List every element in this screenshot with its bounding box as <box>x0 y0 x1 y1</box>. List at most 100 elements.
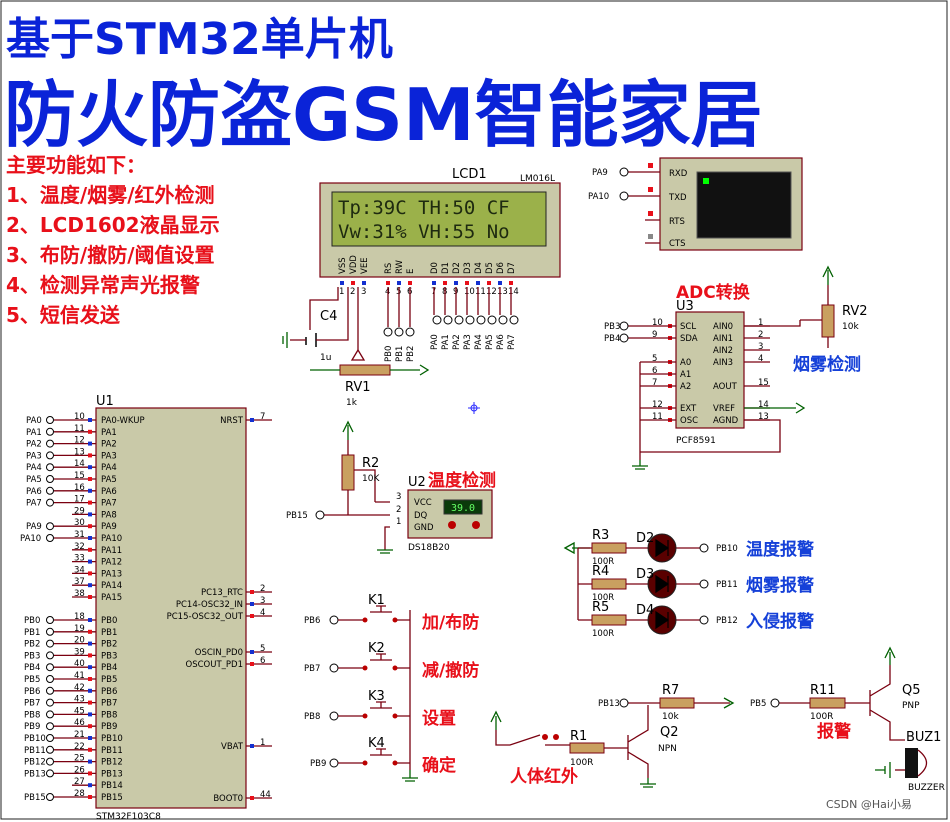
gsm-module[interactable]: RXD TXD RTS CTS PA9 PA10 <box>588 157 803 251</box>
lcd-ref: LCD1 <box>452 167 487 182</box>
pir-circuit[interactable]: 人体红外 R1 100R Q2 NPN PB13 R7 10k <box>490 683 735 788</box>
mcu-net-pa: PA3 <box>26 451 42 461</box>
adc-pin-right: AIN0 <box>713 322 733 332</box>
mcu-pin-pb: PB7 <box>101 699 117 709</box>
mcu-pin-num: 28 <box>74 789 85 799</box>
lcd-data-net: PA7 <box>507 334 517 350</box>
mcu-pin-pb: PB10 <box>101 734 123 744</box>
q2-type: NPN <box>658 744 677 754</box>
mcu-pin-pa: PA12 <box>101 558 122 568</box>
led-net: PB12 <box>716 616 738 626</box>
lcd-pin-num: 3 <box>361 287 366 297</box>
pir-label: 人体红外 <box>510 766 578 787</box>
mcu-net-pa: PA6 <box>26 487 42 497</box>
adc-net-sda: PB4 <box>604 334 620 344</box>
lcd-ctrl-net: PB2 <box>406 346 416 362</box>
buzzer-circuit[interactable]: PB5 R11 100R 报警 Q5 PNP BUZ1 BUZZER <box>750 646 945 793</box>
mcu-pin-pa: PA6 <box>101 487 117 497</box>
mcu-pin-num: 15 <box>74 471 85 481</box>
mcu-pin-num: 3 <box>260 596 265 606</box>
lcd-row-1: Tp:39C TH:50 CF <box>338 197 510 219</box>
mcu-pin-num: 16 <box>74 483 85 493</box>
mcu-pin-right: NRST <box>220 416 244 426</box>
c4-ref: C4 <box>320 309 337 324</box>
crosshair-icon <box>468 402 480 414</box>
mcu-stm32[interactable]: U1 PA0-WKUP10PA0PA111PA1PA212PA2PA313PA3… <box>20 394 272 822</box>
rv1-body <box>339 364 391 376</box>
lcd-pin-num: 10 <box>464 287 475 297</box>
lcd-pin-label: VSS <box>338 257 348 274</box>
gsm-pin: CTS <box>669 239 686 249</box>
led-resistor-ref: R3 <box>592 528 609 543</box>
mcu-pin-num: 13 <box>74 447 85 457</box>
mcu-pin-pb: PB13 <box>101 769 123 779</box>
adc-pin-num: 1 <box>758 318 763 328</box>
gsm-screen <box>696 171 792 239</box>
ds18b20-label: 温度检测 <box>428 470 496 491</box>
r1-ref: R1 <box>570 729 587 744</box>
mcu-net-pb: PB1 <box>24 628 40 638</box>
lcd-pin-label: D7 <box>507 262 517 274</box>
led-alarm-label: 烟雾报警 <box>746 575 814 596</box>
mcu-pin-pb: PB2 <box>101 640 117 650</box>
adc-module[interactable]: ADC转换 U3 SCL10SDA9A05A16A27EXT12OSC11AIN… <box>604 282 806 470</box>
mcu-net-pb: PB2 <box>24 640 40 650</box>
led-ref: D4 <box>636 603 654 618</box>
adc-pin-num: 5 <box>652 354 657 364</box>
mcu-model: STM32F103C8 <box>96 812 161 822</box>
adc-pin-right: AOUT <box>713 382 738 392</box>
key-label: 设置 <box>422 709 456 729</box>
adc-pin-num: 7 <box>652 378 657 388</box>
mcu-pin-pb: PB6 <box>101 687 117 697</box>
led-resistor-value: 100R <box>592 557 614 567</box>
adc-pin-num: 4 <box>758 354 763 364</box>
q2-net: PB13 <box>598 699 620 709</box>
rv2-label: 烟雾检测 <box>793 354 861 375</box>
mcu-pin-num: 44 <box>260 790 271 800</box>
ds18b20-net: PB15 <box>286 511 308 521</box>
led-alarm-label: 入侵报警 <box>746 611 814 632</box>
mcu-pin-pa: PA15 <box>101 593 122 603</box>
lcd-data-net: PA2 <box>452 334 462 350</box>
rv2-value: 10k <box>842 322 859 332</box>
lcd-pin-label: RS <box>384 263 394 274</box>
adc-model: PCF8591 <box>676 436 716 446</box>
mcu-pin-pa: PA8 <box>101 510 117 520</box>
key-net: PB7 <box>304 664 320 674</box>
adc-pin-right: AGND <box>713 416 739 426</box>
mcu-net-pb: PB15 <box>24 793 46 803</box>
mcu-pin-pa: PA10 <box>101 534 122 544</box>
title-line2: 防火防盗GSM智能家居 <box>4 73 763 157</box>
lcd-pin-label: D4 <box>474 262 484 274</box>
key-label: 加/布防 <box>421 612 479 633</box>
temperature-sensor[interactable]: R2 10K PB15 U2 温度检测 VCC DQ GND 3 2 1 39.… <box>286 420 496 554</box>
mcu-net-pa: PA9 <box>26 522 42 532</box>
adc-pin-right: AIN3 <box>713 358 733 368</box>
ds18b20-pin: DQ <box>414 511 428 521</box>
mcu-net-pa: PA2 <box>26 440 42 450</box>
mcu-pin-num: 38 <box>74 589 85 599</box>
lcd-pin-label: D2 <box>452 262 462 274</box>
gsm-pin: TXD <box>668 193 687 203</box>
lcd-pin-label: VEE <box>360 257 370 274</box>
mcu-pin-pa: PA7 <box>101 499 117 509</box>
mcu-pin-pa: PA0-WKUP <box>101 416 145 426</box>
adc-pin-num: 3 <box>758 342 763 352</box>
mcu-pin-num: 7 <box>260 412 265 422</box>
lcd-pin-label: D1 <box>441 262 451 274</box>
lcd-screen <box>331 191 547 247</box>
q5-net: PB5 <box>750 699 766 709</box>
mcu-pin-num: 20 <box>74 636 85 646</box>
led-resistor-ref: R5 <box>592 600 609 615</box>
lcd-data-net: PA6 <box>496 334 506 350</box>
lcd-module[interactable]: LCD1 LM016L Tp:39C TH:50 CF Vw:31% VH:55… <box>319 167 561 297</box>
adc-pin-num: 13 <box>758 412 769 422</box>
feature-item: 1、温度/烟雾/红外检测 <box>6 183 215 207</box>
adc-pin-left: EXT <box>680 404 697 414</box>
mcu-pin-num: 18 <box>74 612 85 622</box>
lcd-pin-label: D5 <box>485 262 495 274</box>
mcu-net-pb: PB11 <box>24 746 46 756</box>
adc-body <box>675 311 745 429</box>
